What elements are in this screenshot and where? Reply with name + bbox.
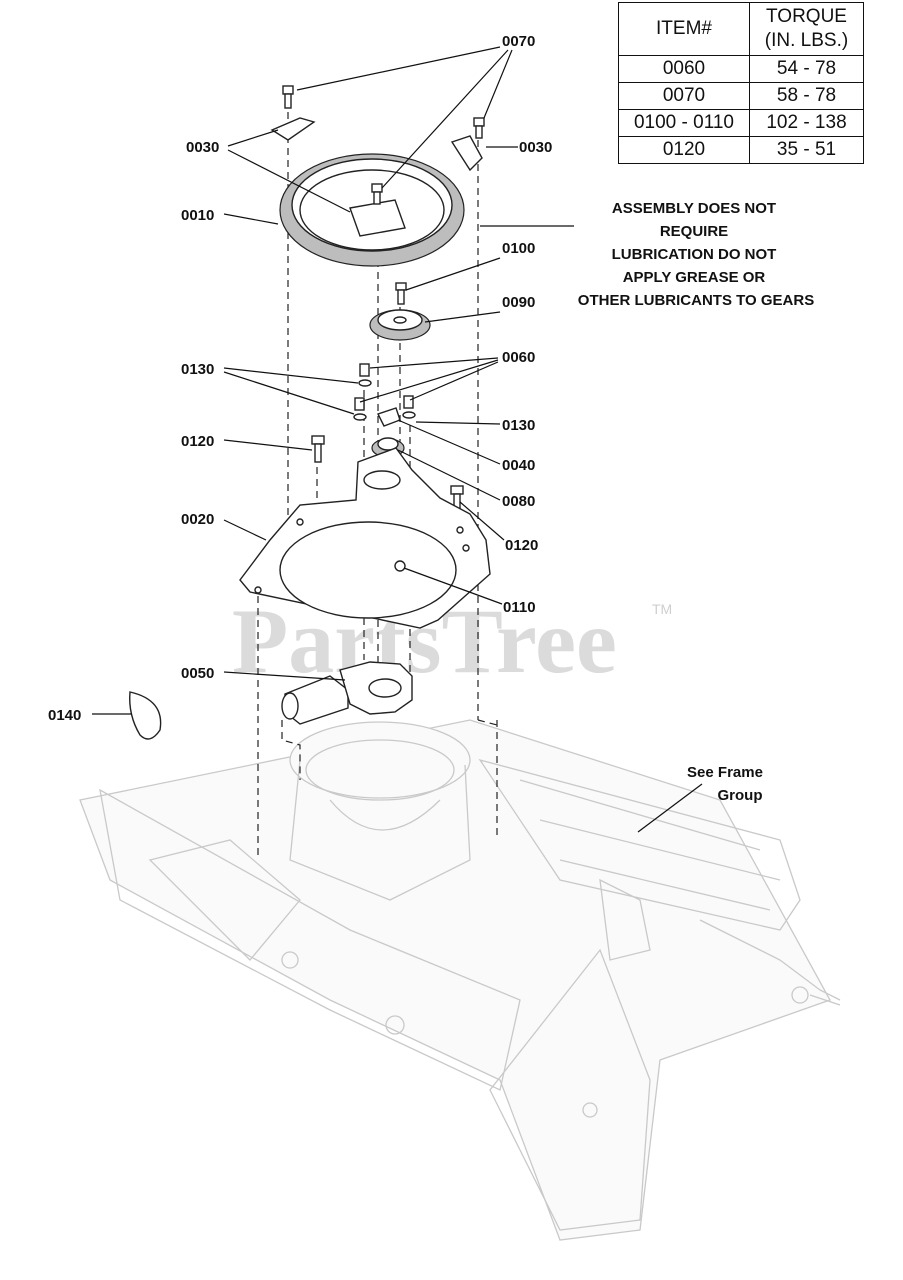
callout-0030-right: 0030 [519,139,552,156]
table-row: 0120 35 - 51 [618,136,864,164]
header-torque-line2: (IN. LBS.) [764,30,849,51]
callout-0030-left: 0030 [186,139,219,156]
header-torque-line1: TORQUE [766,6,847,27]
note-line-1: ASSEMBLY DOES NOT [612,200,776,217]
header-torque: TORQUE (IN. LBS.) [749,2,864,56]
see-frame-line-2: Group [718,787,763,804]
screws-0060 [354,363,414,411]
cable-tie-0140 [129,691,162,740]
torque-table: ITEM# TORQUE (IN. LBS.) 0060 54 - 78 007… [618,2,864,164]
note-line-5: OTHER LUBRICANTS TO GEARS [578,292,814,309]
bolt-0070-right [473,117,485,139]
note-line-3: LUBRICATION DO NOT [612,246,777,263]
bolt-0070-left [282,85,294,109]
callout-0100: 0100 [502,240,535,257]
bracket-0030-right [450,135,483,172]
ring-gear-0010 [279,153,465,267]
row-torque: 58 - 78 [749,82,864,110]
plate-0020 [239,447,491,629]
row-torque: 35 - 51 [749,136,864,164]
washers-0130 [353,379,416,421]
callout-0140: 0140 [48,707,81,724]
motor-0050 [281,661,413,725]
row-item: 0070 [618,82,750,110]
bolt-0070-center [371,183,383,205]
callout-0130-right: 0130 [502,417,535,434]
gear-0080 [371,437,405,458]
callout-0120-left: 0120 [181,433,214,450]
gear-0090 [369,309,431,341]
header-item: ITEM# [618,2,750,56]
leader-lines [92,46,703,833]
lubrication-note: ASSEMBLY DOES NOT REQUIRE LUBRICATION DO… [578,200,814,309]
row-item: 0100 - 0110 [618,109,750,137]
row-item: 0120 [618,136,750,164]
callout-0110: 0110 [503,599,536,616]
table-row: 0070 58 - 78 [618,82,864,110]
callout-0090: 0090 [502,294,535,311]
table-row: 0060 54 - 78 [618,55,864,83]
callout-0060: 0060 [502,349,535,366]
callout-0050: 0050 [181,665,214,682]
see-frame-line-1: See Frame [687,764,763,781]
watermark-tm: TM [652,601,672,617]
callout-0070: 0070 [502,33,535,50]
row-torque: 102 - 138 [749,109,864,137]
bracket-0040 [377,407,401,427]
callout-0040: 0040 [502,457,535,474]
bracket-0030-left [270,117,316,141]
callout-0020: 0020 [181,511,214,528]
table-row: 0100 - 0110 102 - 138 [618,109,864,137]
row-item: 0060 [618,55,750,83]
frame-group-ghost [79,719,841,1241]
row-torque: 54 - 78 [749,55,864,83]
note-line-4: APPLY GREASE OR [623,269,766,286]
bolt-0120-left [311,435,325,463]
torque-table-header: ITEM# TORQUE (IN. LBS.) [618,2,864,56]
callout-0120-right: 0120 [505,537,538,554]
callout-0010: 0010 [181,207,214,224]
callout-0080: 0080 [502,493,535,510]
callout-0130-left: 0130 [181,361,214,378]
bolt-0100 [395,282,407,305]
note-line-2: REQUIRE [660,223,728,240]
